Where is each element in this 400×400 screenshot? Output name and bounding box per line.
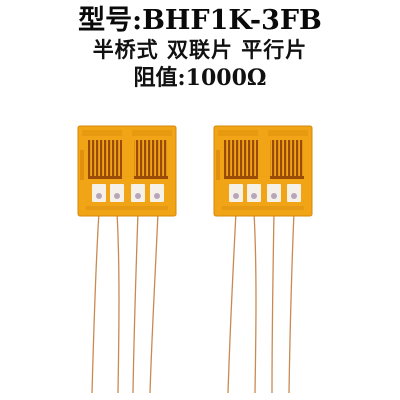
grid-end-bar (134, 176, 168, 179)
model-label: 型号:BHF1K-3FB (78, 5, 322, 36)
gauge-grid (224, 140, 258, 176)
grid-end-bar (88, 176, 122, 179)
header-tab (218, 130, 258, 136)
bottom-print (86, 206, 168, 210)
side-marker (80, 150, 84, 180)
lead-wire (227, 211, 237, 394)
side-marker (216, 150, 220, 180)
lead-wire (149, 211, 159, 394)
grid-end-bar (270, 176, 304, 179)
lead-wires-left (91, 211, 159, 394)
header-tab (82, 130, 122, 136)
solder-pads-right (229, 184, 301, 202)
header-tab (268, 130, 308, 136)
lead-wires-right (227, 211, 295, 394)
lead-wire (288, 211, 295, 394)
lead-wire (116, 211, 120, 394)
lead-wire (132, 211, 139, 394)
bottom-print (222, 206, 304, 210)
lead-wire (253, 211, 257, 394)
gauge-grid (134, 140, 168, 176)
strain-gauge-right (213, 125, 313, 394)
header-tab (132, 130, 172, 136)
lead-wire (91, 211, 100, 394)
product-title-block: 型号:BHF1K-3FB 半桥式 双联片 平行片 阻值:1000Ω (0, 6, 400, 92)
grid-end-bar (224, 176, 258, 179)
solder-pads-left (92, 184, 164, 202)
strain-gauge-left (77, 125, 177, 394)
resistance-label: 阻值:1000Ω (133, 65, 267, 91)
gauge-grid (270, 140, 304, 176)
gauge-grid (88, 140, 122, 176)
lead-wire (271, 211, 275, 394)
type-label: 半桥式 双联片 平行片 (92, 38, 308, 62)
